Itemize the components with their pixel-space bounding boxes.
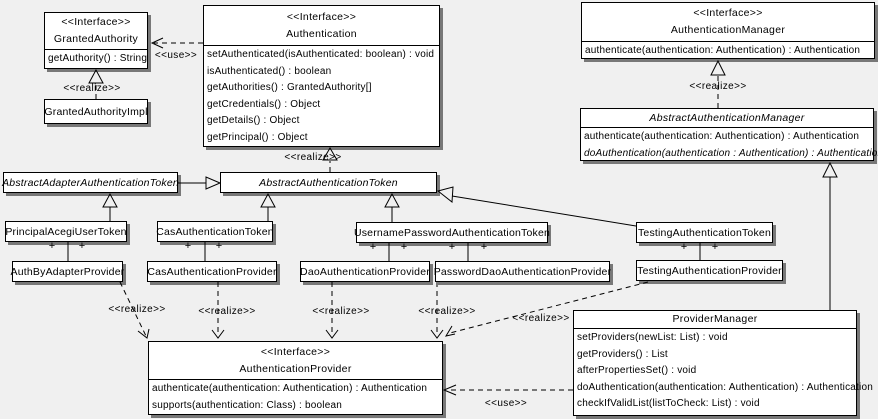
plus-label: + xyxy=(480,241,488,253)
class-auth-by-adapter-provider: AuthByAdapterProvider xyxy=(10,261,125,282)
plus-label: + xyxy=(369,241,377,253)
plus-label: + xyxy=(215,240,223,252)
class-name: TestingAuthenticationToken xyxy=(637,226,772,239)
method-label: getAuthorities() : GrantedAuthority[] xyxy=(207,82,372,93)
stereotype-label: <<Interface>> xyxy=(286,10,357,23)
open-arrowheads xyxy=(137,37,457,396)
method-label: getDetails() : Object xyxy=(207,115,300,126)
class-authentication-provider: <<Interface>> AuthenticationProvider aut… xyxy=(148,341,443,415)
class-granted-authority-impl: GrantedAuthorityImpl xyxy=(44,99,148,124)
dependency-lines xyxy=(95,42,719,391)
method-label: checkIfValidList(listToCheck: List) : vo… xyxy=(577,398,760,409)
realize-label: <<realize>> xyxy=(108,304,166,315)
method-label: setAuthenticated(isAuthenticated: boolea… xyxy=(207,49,435,60)
class-username-password-authentication-token: UsernamePasswordAuthenticationToken xyxy=(353,222,551,243)
plus-label: + xyxy=(48,240,56,252)
class-name: UsernamePasswordAuthenticationToken xyxy=(353,226,551,239)
class-abstract-authentication-token: AbstractAuthenticationToken xyxy=(220,172,437,193)
stereotype-label: <<Interface>> xyxy=(61,16,131,28)
class-testing-authentication-token: TestingAuthenticationToken xyxy=(636,222,773,243)
class-password-dao-authentication-provider: PasswordDaoAuthenticationProvider xyxy=(433,261,612,282)
realize-label: <<realize>> xyxy=(418,306,476,317)
plus-label: + xyxy=(400,241,408,253)
class-name: DaoAuthenticationProvider xyxy=(300,265,430,278)
class-abstract-authentication-manager: AbstractAuthenticationManager authentica… xyxy=(580,108,878,161)
class-granted-authority: <<Interface>> GrantedAuthority getAuthor… xyxy=(44,12,148,69)
plus-label: + xyxy=(711,241,719,253)
class-name: PrincipalAcegiUserToken xyxy=(5,225,127,238)
class-name: GrantedAuthorityImpl xyxy=(44,105,148,118)
class-name: AbstractAuthenticationToken xyxy=(259,176,398,189)
method-label: getPrincipal() : Object xyxy=(207,131,308,143)
realize-label: <<realize>> xyxy=(312,306,370,317)
plus-label: + xyxy=(184,240,192,252)
class-cas-authentication-provider: CasAuthenticationProvider xyxy=(147,261,277,282)
class-name: AbstractAdapterAuthenticationToken xyxy=(2,176,179,189)
class-name: AuthenticationProvider xyxy=(239,362,352,375)
method-label: authenticate(authentication: Authenticat… xyxy=(152,383,428,394)
realize-label: <<realize>> xyxy=(689,81,747,92)
method-label: setProviders(newList: List) : void xyxy=(577,332,728,343)
method-label: getCredentials() : Object xyxy=(207,98,321,110)
plus-label: + xyxy=(680,241,688,253)
class-provider-manager: ProviderManager setProviders(newList: Li… xyxy=(573,310,873,416)
method-label: authenticate(authentication: Authenticat… xyxy=(584,131,860,142)
class-dao-authentication-provider: DaoAuthenticationProvider xyxy=(300,261,430,282)
realize-testingprovider xyxy=(449,281,649,334)
method-label: doAuthentication(authentication : Authen… xyxy=(584,147,878,159)
use-label: <<use>> xyxy=(484,398,528,409)
realize-authbyadapterprovider xyxy=(119,281,147,337)
class-principal-acegi-user-token: PrincipalAcegiUserToken xyxy=(5,221,127,242)
class-name: AuthByAdapterProvider xyxy=(10,265,125,278)
class-name: CasAuthenticationProvider xyxy=(147,265,277,278)
generalization-lines xyxy=(67,177,831,310)
class-authentication-manager: <<Interface>> AuthenticationManager auth… xyxy=(581,2,875,59)
realize-label: <<realize>> xyxy=(512,313,570,324)
method-label: supports(authentication: Class) : boolea… xyxy=(152,399,342,411)
generalization-testing-token xyxy=(451,195,637,227)
class-name: PasswordDaoAuthenticationProvider xyxy=(433,265,612,278)
realize-label: <<realize>> xyxy=(63,83,121,94)
stereotype-label: <<Interface>> xyxy=(260,345,331,358)
class-name: Authentication xyxy=(286,27,357,40)
class-authentication: <<Interface>> Authentication setAuthenti… xyxy=(203,5,440,147)
class-name: AuthenticationManager xyxy=(670,24,786,36)
class-name: CasAuthenticationToken xyxy=(156,225,274,238)
method-label: afterPropertiesSet() : void xyxy=(577,365,697,376)
use-label: <<use>> xyxy=(154,50,198,61)
plus-label: + xyxy=(448,241,456,253)
class-cas-authentication-token: CasAuthenticationToken xyxy=(156,221,274,242)
class-name: TestingAuthenticationProvider xyxy=(637,264,782,277)
class-abstract-adapter-authentication-token: AbstractAdapterAuthenticationToken xyxy=(2,172,179,193)
method-label: authenticate(authentication: Authenticat… xyxy=(585,45,861,56)
class-name: GrantedAuthority xyxy=(53,33,139,45)
class-name: ProviderManager xyxy=(672,313,758,325)
method-label: doAuthentication(authentication: Authent… xyxy=(577,381,873,393)
plus-label: + xyxy=(78,240,86,252)
method-label: getProviders() : List xyxy=(577,348,668,360)
class-testing-authentication-provider: TestingAuthenticationProvider xyxy=(636,260,783,281)
method-label: getAuthority() : String xyxy=(48,53,148,64)
realize-label: <<realize>> xyxy=(198,306,256,317)
method-label: isAuthenticated() : boolean xyxy=(207,65,332,77)
stereotype-label: <<Interface>> xyxy=(693,7,763,19)
realize-label: <<realize>> xyxy=(284,152,342,163)
class-name: AbstractAuthenticationManager xyxy=(649,111,805,124)
hollow-triangle-arrowheads xyxy=(88,59,838,208)
